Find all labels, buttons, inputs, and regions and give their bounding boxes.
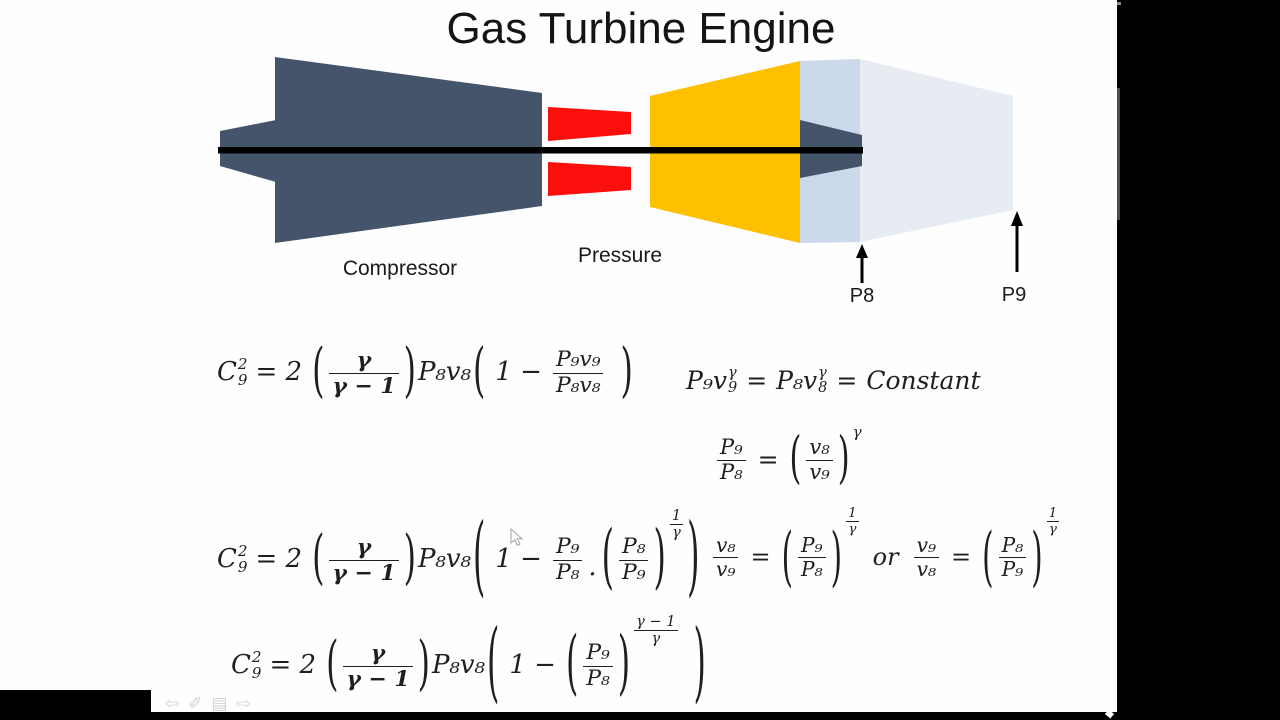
p8-arrow-head <box>856 244 868 258</box>
nozzle-exhaust-shape <box>860 59 1013 242</box>
left-paren: ( <box>486 614 500 714</box>
equation-c9-final: C 2 9 = 2 ( γ γ − 1 ) P₈v₈ ( 1 − ( P₉ P₈… <box>231 613 706 714</box>
left-paren: ( <box>982 518 994 594</box>
sub-sup: γ 8 <box>818 364 828 396</box>
right-paren: ) <box>403 525 416 592</box>
compressor-label: Compressor <box>342 257 458 280</box>
v-ratio-fraction: v₈ v₉ <box>713 534 739 580</box>
gamma-exponent: γ <box>852 423 862 441</box>
one-over-gamma-exponent: 1 γ <box>1046 506 1060 538</box>
left-paren: ( <box>312 338 325 405</box>
p9-label: P9 <box>1001 284 1027 306</box>
v-ratio-inverse-fraction: v₉ v₈ <box>913 534 940 580</box>
sub-sup: 2 9 <box>237 355 248 389</box>
left-paren: ( <box>789 426 802 492</box>
gamma-fraction: γ γ − 1 <box>329 348 399 398</box>
left-paren: ( <box>472 338 486 405</box>
left-paren: ( <box>601 518 615 598</box>
right-paren: ) <box>653 518 666 598</box>
left-paren: ( <box>781 518 793 594</box>
right-paren: ) <box>830 518 843 594</box>
right-paren: ) <box>403 338 416 405</box>
engine-diagram <box>218 57 1023 283</box>
gamma-minus-one-over-gamma-exponent: γ − 1 γ <box>634 613 678 648</box>
left-paren: ( <box>326 631 339 698</box>
scrollbar[interactable] <box>1117 88 1120 220</box>
letterbox-bottom <box>0 712 1280 720</box>
left-paren: ( <box>472 508 486 608</box>
right-paren: ) <box>687 508 700 608</box>
one-over-gamma-exponent: 1 γ <box>846 506 859 538</box>
left-paren: ( <box>312 525 325 592</box>
equation-c9-expanded: C 2 9 = 2 ( γ γ − 1 ) P₈v₈ ( 1 − P₉ P₈ .… <box>217 507 700 608</box>
sub-sup: γ 9 <box>727 364 738 396</box>
vane-upper-shape <box>548 107 631 141</box>
p-ratio-fraction: P₉ P₈ <box>717 435 746 484</box>
presenter-controls: ⇦ ✐ ▤ ⇨ <box>165 694 251 714</box>
pv-ratio-fraction: P₉v₉ P₈v₈ <box>552 347 604 398</box>
equation-c9-basic: C 2 9 = 2 ( γ γ − 1 ) P₈v₈ ( 1 − P₉v₉ P₈… <box>217 338 633 405</box>
right-paren: ) <box>417 631 430 698</box>
slide-title: Gas Turbine Engine <box>446 4 836 53</box>
equation-pressure-ratio: P₉ P₈ = ( v₈ v₉ ) γ <box>714 422 862 498</box>
shaft-line <box>218 147 863 154</box>
p-ratio-inverse-fraction: P₈ P₉ <box>619 534 649 585</box>
previous-slide-button[interactable]: ⇦ <box>165 694 180 714</box>
v-ratio-fraction: v₈ v₉ <box>806 435 833 484</box>
letterbox-right <box>1117 0 1280 720</box>
multiplication-dot: . <box>588 552 597 583</box>
pen-tool-button[interactable]: ✐ <box>188 694 203 714</box>
sub-sup: 2 9 <box>237 542 248 576</box>
p9-arrow-head <box>1011 211 1023 226</box>
sub-sup: 2 9 <box>251 648 262 682</box>
p-ratio-fraction: P₉ P₈ <box>583 640 613 691</box>
left-paren: ( <box>565 624 579 704</box>
p-ratio-fraction: P₉ P₈ <box>798 534 826 580</box>
next-slide-button[interactable]: ⇨ <box>236 694 251 714</box>
right-paren: ) <box>620 338 633 405</box>
or-word: or <box>872 542 899 571</box>
top-edge-artifact <box>1117 2 1121 5</box>
right-paren: ) <box>837 426 850 492</box>
slide-menu-button[interactable]: ▤ <box>211 694 228 714</box>
pressure-label: Pressure <box>577 244 663 267</box>
right-paren: ) <box>693 614 706 714</box>
math-symbol: C <box>217 357 237 388</box>
gamma-fraction: γ γ − 1 <box>343 641 413 691</box>
mouse-cursor <box>510 528 524 547</box>
gamma-fraction: γ γ − 1 <box>329 535 399 585</box>
p-ratio-inverse-fraction: P₈ P₉ <box>998 534 1027 580</box>
vane-lower-shape <box>548 162 631 196</box>
right-paren: ) <box>1031 518 1043 594</box>
right-paren: ) <box>617 624 631 704</box>
equation-volume-ratios: v₈ v₉ = ( P₉ P₈ ) 1 γ or v₉ v₈ = ( P₈ P₉… <box>710 506 1061 598</box>
one-over-gamma-exponent: 1 γ <box>669 507 684 542</box>
p-ratio-fraction: P₉ P₈ <box>552 534 583 585</box>
p8-label: P8 <box>849 285 875 307</box>
equation-isentropic-constant: P₉ v γ 9 = P₈ v γ 8 = Constant <box>686 364 981 396</box>
